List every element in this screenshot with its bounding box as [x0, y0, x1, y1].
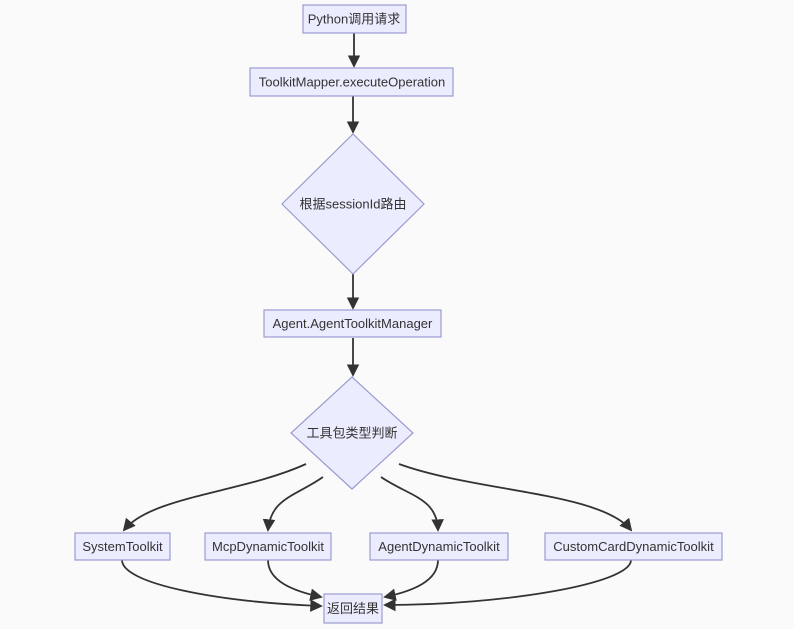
node-system-toolkit: SystemToolkit [74, 532, 171, 561]
node-session-route-decision-shape [281, 133, 425, 275]
node-toolkit-type-decision-shape [290, 376, 414, 490]
node-agent-dynamic-toolkit-shape [369, 532, 509, 561]
edge-layer [121, 33, 633, 612]
node-return-result-label: 返回结果 [327, 601, 379, 616]
node-agent-dynamic-toolkit: AgentDynamicToolkit [369, 532, 509, 561]
node-mcp-dynamic-toolkit-shape [204, 532, 332, 561]
node-toolkit-type-decision-label: 工具包类型判断 [306, 426, 397, 441]
node-agent-toolkit-manager-shape [263, 309, 442, 338]
node-agent-dynamic-toolkit-label: AgentDynamicToolkit [378, 539, 500, 554]
node-python-call-request: Python调用请求 [302, 4, 407, 34]
node-agent-toolkit-manager: Agent.AgentToolkitManager [263, 309, 442, 338]
edge-typecheck-to-mcp [262, 476, 324, 532]
node-session-route-decision-label: 根据sessionId路由 [300, 197, 407, 212]
node-python-call-request-shape [302, 4, 407, 34]
edge-agent-to-result [383, 559, 439, 601]
node-custom-card-dynamic-toolkit-shape [544, 532, 723, 561]
edge-customcard-to-result [383, 559, 632, 612]
node-mcp-dynamic-toolkit-label: McpDynamicToolkit [212, 539, 324, 554]
edge-typecheck-to-agent [380, 476, 444, 532]
node-custom-card-dynamic-toolkit: CustomCardDynamicToolkit [544, 532, 723, 561]
node-execute-operation-shape [249, 67, 454, 97]
node-python-call-request-label: Python调用请求 [308, 12, 400, 27]
node-layer: Python调用请求 ToolkitMapper.executeOperatio… [74, 4, 723, 624]
edge-system-to-result [121, 559, 323, 612]
node-system-toolkit-label: SystemToolkit [82, 539, 163, 554]
node-return-result-shape [323, 593, 383, 624]
node-return-result: 返回结果 [323, 593, 383, 624]
node-mcp-dynamic-toolkit: McpDynamicToolkit [204, 532, 332, 561]
node-execute-operation-label: ToolkitMapper.executeOperation [259, 75, 445, 90]
edge-mcp-to-result [267, 559, 323, 601]
edge-typecheck-to-customcard [398, 463, 633, 532]
node-execute-operation: ToolkitMapper.executeOperation [249, 67, 454, 97]
node-system-toolkit-shape [74, 532, 171, 561]
node-custom-card-dynamic-toolkit-label: CustomCardDynamicToolkit [553, 539, 714, 554]
node-agent-toolkit-manager-label: Agent.AgentToolkitManager [273, 316, 433, 331]
edge-typecheck-to-system [122, 463, 307, 532]
node-session-route-decision: 根据sessionId路由 [281, 133, 425, 275]
node-toolkit-type-decision: 工具包类型判断 [290, 376, 414, 490]
